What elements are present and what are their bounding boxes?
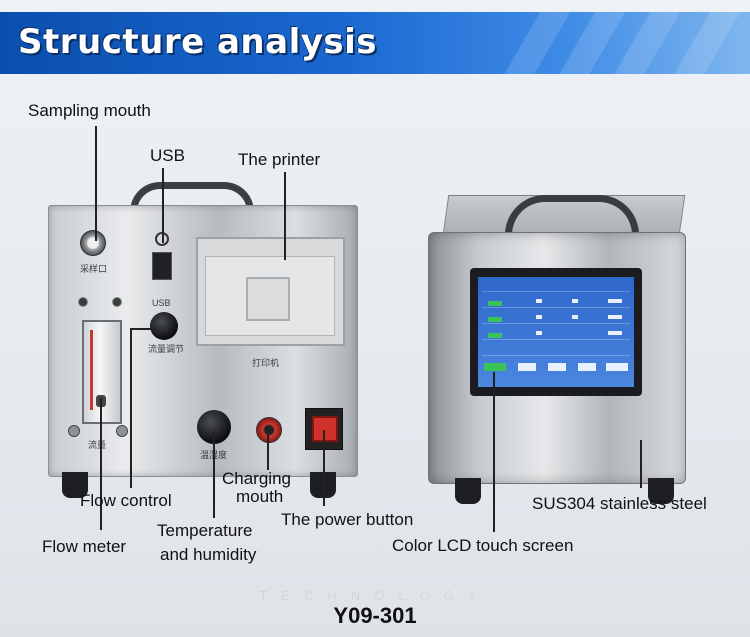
device2-foot-right <box>648 478 674 504</box>
leader-lcd <box>493 372 495 532</box>
flow-meter-scale <box>90 330 93 410</box>
leader-stainless <box>640 440 642 488</box>
flow-marking: 流量 <box>88 440 107 450</box>
label-lcd: Color LCD touch screen <box>392 536 574 555</box>
header-banner: Structure analysis <box>0 12 750 74</box>
label-humidity: and humidity <box>160 545 257 564</box>
device2-foot-left <box>455 478 481 504</box>
leader-power <box>323 430 325 506</box>
label-charging-mouth: mouth <box>236 487 284 506</box>
watermark: TECHNOLOGY <box>259 588 491 603</box>
leader-printer <box>284 172 286 260</box>
leader-temperature <box>213 432 215 518</box>
model-number: Y09-301 <box>333 603 417 628</box>
leader-usb <box>162 168 164 243</box>
usb-port <box>152 252 172 280</box>
label-stainless: SUS304 stainless steel <box>532 494 707 513</box>
sampling-mouth-fitting <box>80 230 106 256</box>
usb-marking: USB <box>152 298 171 308</box>
indicator-led <box>112 297 122 307</box>
leader-flow-meter <box>100 398 102 530</box>
flow-adjust-marking: 流量调节 <box>148 344 185 354</box>
lcd-touch-screen <box>478 277 634 387</box>
device1-foot-left <box>62 472 88 498</box>
charging-jack <box>256 417 282 443</box>
screw-icon <box>116 425 128 437</box>
label-power-button: The power button <box>281 510 414 529</box>
label-printer: The printer <box>238 150 321 169</box>
power-button <box>312 416 338 442</box>
label-charging: Charging <box>222 469 291 488</box>
banner-title: Structure analysis <box>18 22 378 62</box>
leader-flow-control <box>130 328 132 488</box>
leader-flow-control-h <box>130 328 156 330</box>
device2-handle <box>505 195 639 242</box>
leader-charging <box>267 432 269 470</box>
leader-sampling <box>95 126 97 241</box>
printer-marking: 打印机 <box>252 358 280 368</box>
label-flow-control: Flow control <box>80 491 172 510</box>
flow-meter-tube <box>82 320 122 424</box>
label-flow-meter: Flow meter <box>42 537 127 556</box>
printer-feed-button <box>246 277 290 321</box>
screw-icon <box>68 425 80 437</box>
sampling-marking: 采样口 <box>80 264 108 274</box>
flow-control-knob <box>150 312 178 340</box>
label-temperature: Temperature <box>157 521 253 540</box>
indicator-led <box>78 297 88 307</box>
label-usb: USB <box>150 146 185 165</box>
label-sampling-mouth: Sampling mouth <box>28 101 151 120</box>
